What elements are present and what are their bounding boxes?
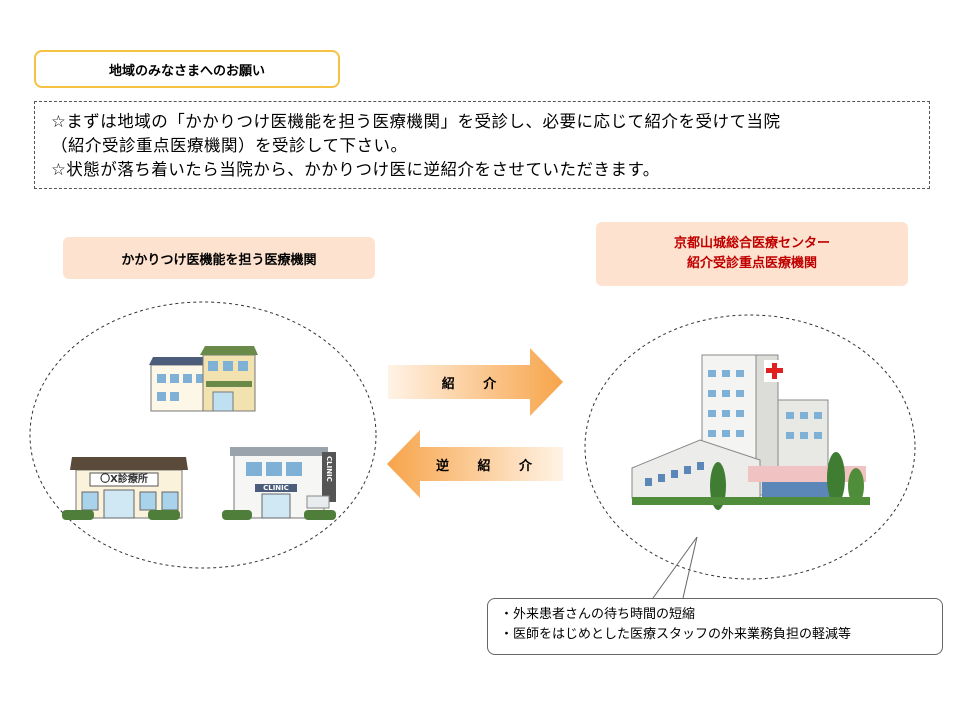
referral-label: 紹 介	[420, 373, 530, 392]
family-doctor-circle	[30, 302, 376, 568]
clinic-front-sign: CLINIC	[255, 484, 297, 492]
reverse-referral-label: 逆 紹 介	[430, 455, 550, 474]
shinryojo-clinic-icon	[62, 457, 188, 520]
benefit-item-2: ・医師をはじめとした医療スタッフの外来業務負担の軽減等	[500, 625, 942, 645]
hospital-building-icon	[632, 355, 870, 510]
clinic-building-top-icon	[149, 346, 258, 411]
clinic-side-sign: CLINIC	[323, 456, 335, 482]
benefits-callout: ・外来患者さんの待ち時間の短縮 ・医師をはじめとした医療スタッフの外来業務負担の…	[487, 598, 943, 655]
shinryojo-sign: 〇X診療所	[92, 473, 156, 486]
benefit-item-1: ・外来患者さんの待ち時間の短縮	[500, 605, 942, 625]
